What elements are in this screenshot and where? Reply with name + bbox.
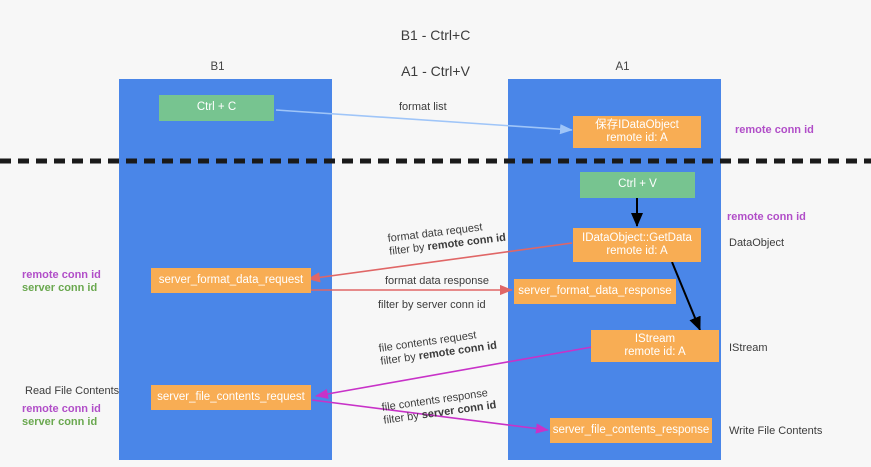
node-ctrl-c-label: Ctrl + C xyxy=(196,101,237,114)
node-istream-line-1: IStream xyxy=(634,332,676,345)
node-server-file-contents-request[interactable]: server_file_contents_request xyxy=(151,385,311,410)
node-idataobject-getdata[interactable]: IDataObject::GetData remote id: A xyxy=(573,228,701,262)
node-server-file-contents-response-label: server_file_contents_response xyxy=(552,423,710,436)
node-save-idataobject-line-1: 保存IDataObject xyxy=(595,118,679,131)
edge-label-format-data-response: format data response xyxy=(385,275,489,287)
node-istream[interactable]: IStream remote id: A xyxy=(591,330,719,362)
filter-key-server-conn-id-1: server conn id xyxy=(416,299,486,311)
diagram-title-line-2: A1 - Ctrl+V xyxy=(401,63,470,79)
node-ctrl-v-label: Ctrl + V xyxy=(618,178,657,191)
annotation-left-read-file-contents: Read File Contents xyxy=(25,385,120,397)
annotation-right-remote-conn-id-mid: remote conn id xyxy=(727,211,806,223)
node-server-format-data-response[interactable]: server_format_data_response xyxy=(514,279,676,304)
annotation-right-dataobject: DataObject xyxy=(729,237,785,249)
annotation-right-write-file-contents: Write File Contents xyxy=(729,425,823,437)
filter-prefix-2: filter by xyxy=(378,299,417,311)
node-idataobject-getdata-line-2: remote id: A xyxy=(606,245,668,257)
node-istream-line-2: remote id: A xyxy=(624,346,686,358)
annotation-left-bottom-server-conn-id: server conn id xyxy=(22,416,98,428)
diagram-title-line-1: B1 - Ctrl+C xyxy=(400,27,471,43)
lane-header-b1-name: B1 xyxy=(210,61,225,73)
annotation-left-server-conn-id: server conn id xyxy=(22,282,98,294)
node-idataobject-getdata-line-1: IDataObject::GetData xyxy=(582,231,692,244)
annotation-right-remote-conn-id-top: remote conn id xyxy=(735,124,814,136)
annotation-left-bottom-remote-conn-id: remote conn id xyxy=(22,403,101,415)
node-server-format-data-request[interactable]: server_format_data_request xyxy=(151,268,311,293)
edge-label-file-contents-request-group: file contents request filter by remote c… xyxy=(378,327,498,369)
node-ctrl-c[interactable]: Ctrl + C xyxy=(159,95,274,121)
edge-label-format-list: format list xyxy=(399,101,447,113)
edge-label-file-contents-response-group: file contents response filter by server … xyxy=(381,386,497,428)
annotation-right-istream: IStream xyxy=(729,342,768,354)
edge-label-format-data-request-group: format data request filter by remote con… xyxy=(387,219,507,259)
node-save-idataobject-line-2: remote id: A xyxy=(606,132,668,144)
lane-header-a1-name: A1 xyxy=(615,61,630,73)
edge-label-format-data-response-filter: filter by server conn id xyxy=(378,299,486,312)
node-server-format-data-request-label: server_format_data_request xyxy=(158,273,304,286)
diagram-title: B1 - Ctrl+C A1 - Ctrl+V xyxy=(0,8,871,98)
annotation-left-remote-conn-id: remote conn id xyxy=(22,269,101,281)
node-ctrl-v[interactable]: Ctrl + V xyxy=(580,172,695,198)
node-server-file-contents-request-label: server_file_contents_request xyxy=(157,390,305,403)
node-save-idataobject[interactable]: 保存IDataObject remote id: A xyxy=(573,116,701,148)
node-server-format-data-response-label: server_format_data_response xyxy=(518,284,672,297)
node-server-file-contents-response[interactable]: server_file_contents_response xyxy=(550,418,712,443)
